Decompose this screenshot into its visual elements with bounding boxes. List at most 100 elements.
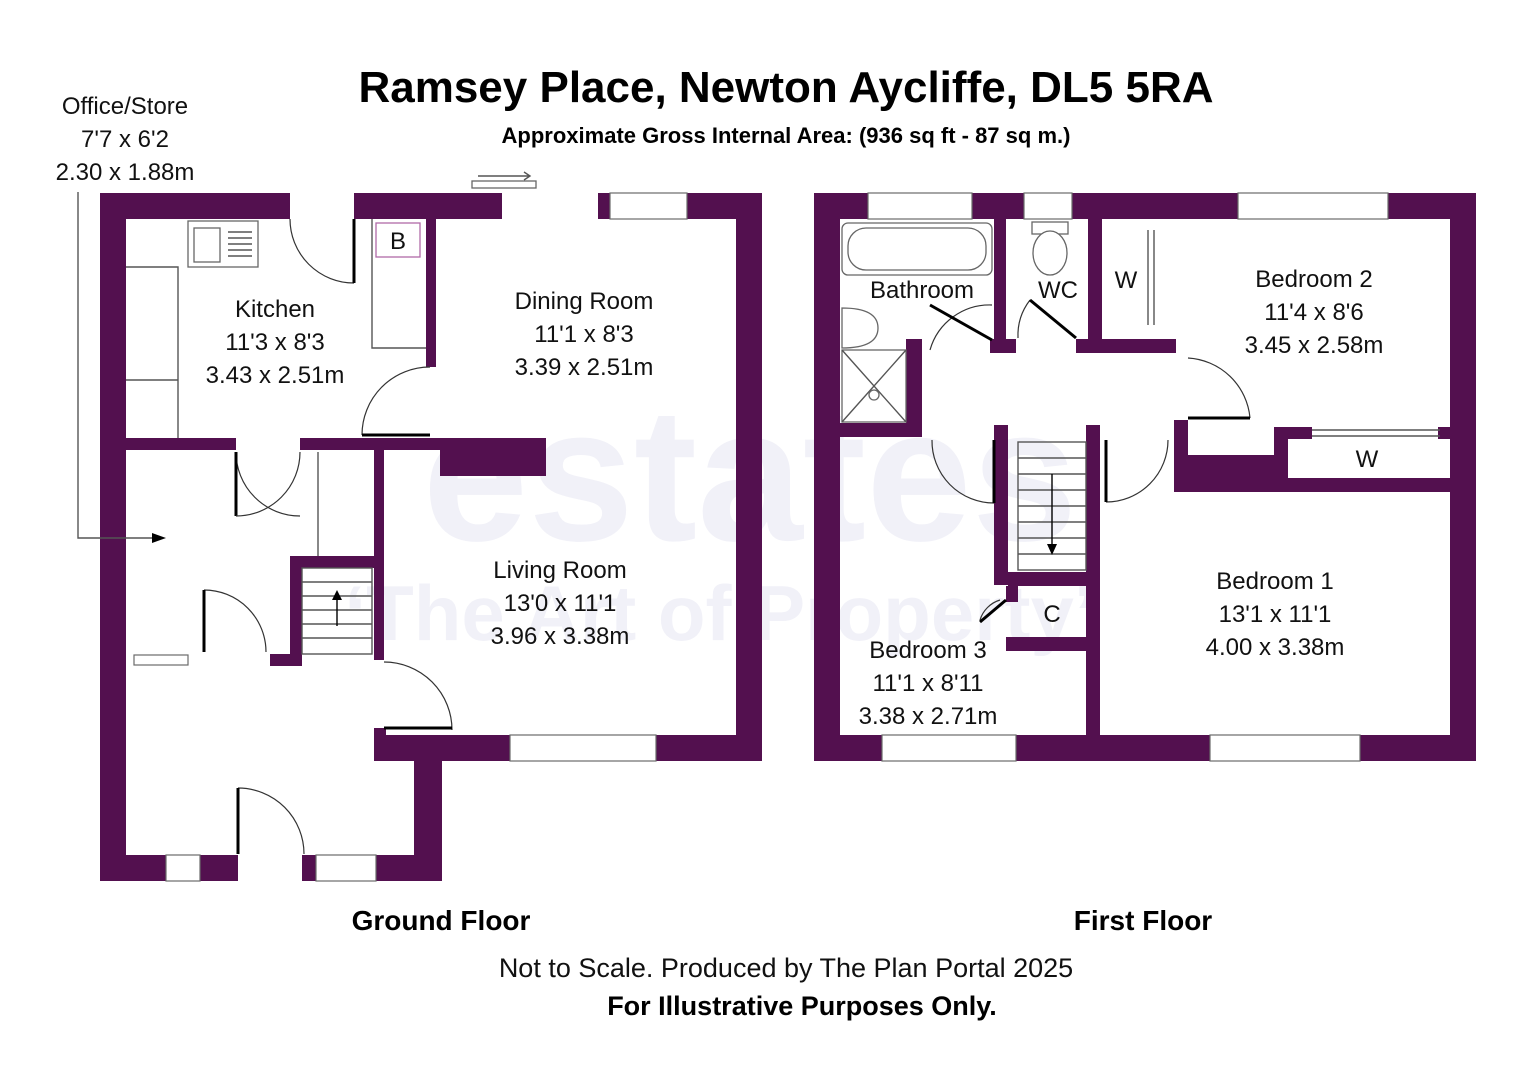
wall	[302, 855, 316, 881]
door-swing	[1105, 439, 1169, 503]
window	[509, 734, 657, 762]
ground-floor-label: Ground Floor	[352, 905, 531, 936]
bedroom-2-imperial: 11'4 x 8'6	[1264, 299, 1363, 326]
shower-icon	[841, 349, 907, 423]
window	[1237, 192, 1389, 220]
door-swing	[383, 661, 453, 731]
wall	[354, 193, 502, 219]
window	[165, 854, 201, 882]
wall	[736, 193, 762, 761]
ground-floor-plan: B Office/Store 7'7 x 6'2 2.30 x 1.88m Ki…	[56, 93, 762, 936]
wall	[1438, 427, 1450, 439]
worktop	[371, 219, 426, 349]
wall	[1174, 478, 1450, 492]
door-swing	[1187, 357, 1251, 419]
door-swing	[237, 787, 305, 855]
wall	[994, 425, 1008, 585]
shower-drain-icon	[868, 389, 880, 401]
bathroom-name: Bathroom	[870, 277, 974, 304]
window	[133, 654, 189, 666]
door	[929, 303, 993, 342]
wall	[1088, 219, 1102, 353]
wc-name: WC	[1038, 277, 1078, 304]
plan-title: Ramsey Place, Newton Aycliffe, DL5 5RA	[358, 63, 1213, 112]
door-swing	[235, 451, 301, 517]
wall	[300, 438, 440, 450]
window	[881, 734, 1017, 762]
arrow-icon	[478, 171, 532, 181]
wall	[994, 219, 1006, 339]
footer-note: Not to Scale. Produced by The Plan Porta…	[499, 953, 1073, 983]
dining-room-metric: 3.39 x 2.51m	[515, 354, 654, 381]
wall	[426, 219, 436, 367]
door-swing	[289, 218, 355, 284]
pointer-line	[77, 192, 158, 539]
window	[1209, 734, 1361, 762]
door-swing	[203, 589, 267, 653]
living-room-imperial: 13'0 x 11'1	[504, 590, 617, 617]
wardrobe-door	[1147, 230, 1155, 325]
bath-basin-icon	[847, 227, 987, 271]
sink-bowl-icon	[193, 227, 221, 263]
wall	[598, 193, 610, 219]
chimney-breast	[440, 438, 546, 476]
door	[1029, 298, 1077, 340]
wall	[1274, 427, 1288, 492]
bedroom-1-metric: 4.00 x 3.38m	[1206, 634, 1345, 661]
wall	[200, 855, 238, 881]
first-floor-label: First Floor	[1074, 905, 1213, 936]
wall	[100, 193, 290, 219]
window	[315, 854, 377, 882]
door-swing	[1017, 299, 1031, 339]
wall	[290, 556, 302, 666]
wardrobe-label: W	[1115, 267, 1138, 294]
arrow-right-icon	[152, 533, 166, 543]
wall	[1076, 339, 1176, 353]
wall	[100, 193, 126, 881]
bedroom-2-metric: 3.45 x 2.58m	[1245, 332, 1384, 359]
bedroom-2-name: Bedroom 2	[1255, 266, 1372, 293]
bedroom-3-imperial: 11'1 x 8'11	[872, 670, 983, 697]
wall	[1072, 193, 1238, 219]
kitchen-imperial: 11'3 x 8'3	[225, 329, 324, 356]
dining-room-imperial: 11'1 x 8'3	[534, 321, 633, 348]
first-floor-plan: W W C Bathroom WC Bed	[814, 192, 1476, 936]
wall	[1006, 586, 1018, 602]
wall	[1006, 637, 1088, 651]
wall	[972, 193, 1024, 219]
wall	[990, 339, 1016, 353]
wall	[1086, 425, 1100, 735]
wall	[814, 735, 882, 761]
door-swing	[235, 451, 301, 517]
plan-subtitle: Approximate Gross Internal Area: (936 sq…	[502, 123, 1071, 148]
wardrobe-door	[1312, 429, 1440, 437]
wall	[1008, 572, 1088, 586]
door-swing	[361, 366, 431, 436]
bedroom-3-metric: 3.38 x 2.71m	[859, 703, 998, 730]
sliding-door	[471, 180, 537, 189]
window	[609, 192, 688, 220]
wall	[126, 438, 236, 450]
wardrobe-label: W	[1356, 446, 1379, 473]
wall	[814, 193, 840, 761]
boiler-icon	[375, 222, 421, 258]
wall	[814, 193, 868, 219]
stairs	[301, 452, 373, 655]
wall	[1274, 427, 1312, 439]
bedroom-1-imperial: 13'1 x 11'1	[1219, 601, 1332, 628]
kitchen-metric: 3.43 x 2.51m	[206, 362, 345, 389]
office-store-metric: 2.30 x 1.88m	[56, 159, 195, 186]
washbasin-icon	[841, 307, 879, 349]
door-swing	[979, 599, 1001, 621]
worktop	[126, 266, 179, 438]
living-room-metric: 3.96 x 3.38m	[491, 623, 630, 650]
toilet-icon	[1032, 230, 1068, 276]
wall	[656, 735, 762, 761]
dining-room-name: Dining Room	[515, 288, 654, 315]
wall	[1388, 193, 1476, 219]
footer-disclaimer: For Illustrative Purposes Only.	[607, 991, 997, 1021]
wall	[374, 728, 386, 748]
window	[867, 192, 973, 220]
arrow-up-icon	[332, 590, 342, 600]
